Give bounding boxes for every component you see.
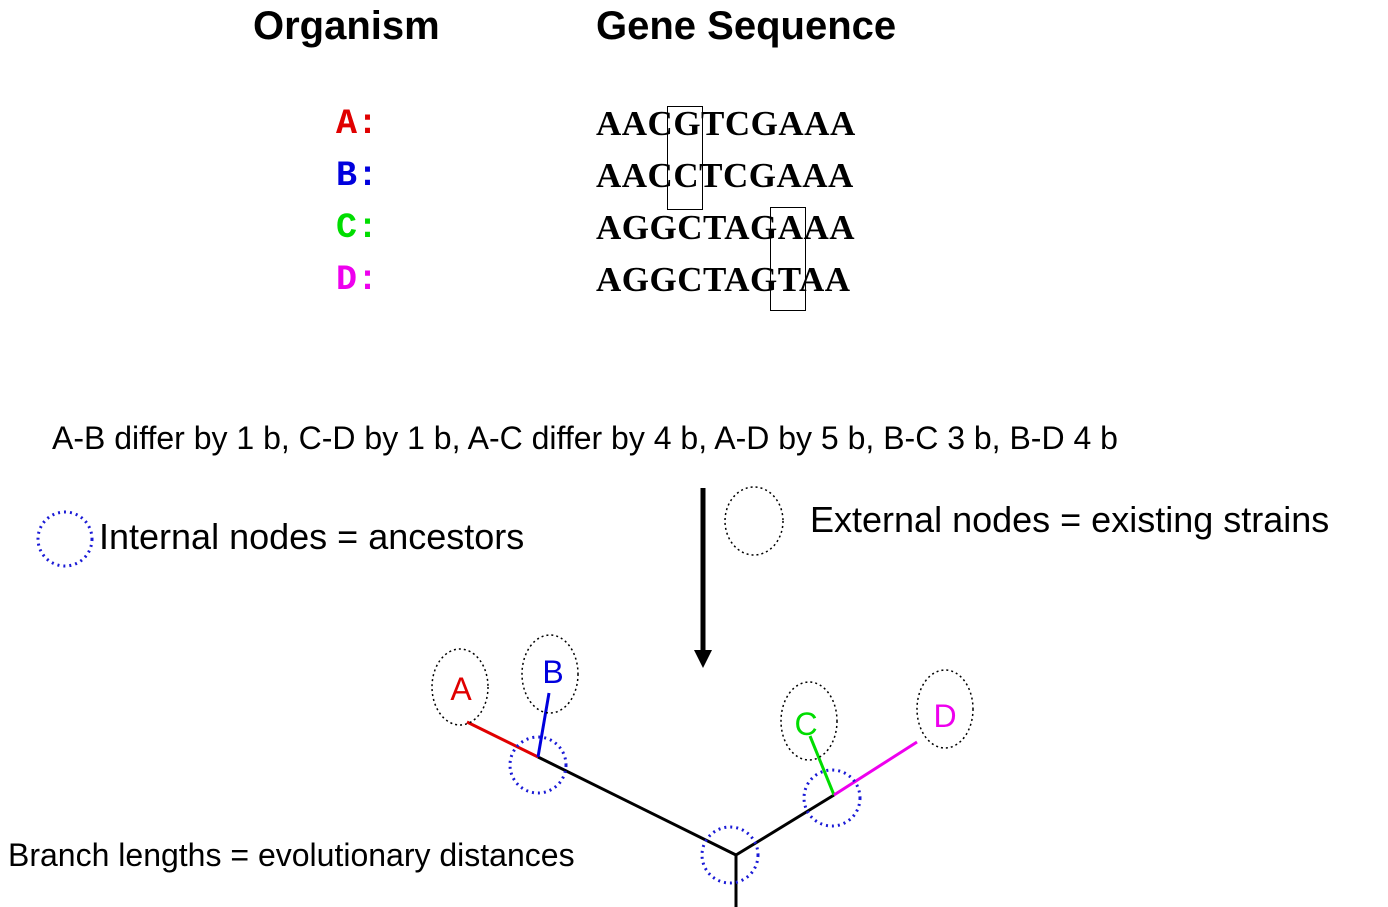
organism-label-c: C: bbox=[336, 208, 379, 248]
external-node-b bbox=[521, 634, 579, 714]
external-nodes-label: External nodes = existing strains bbox=[810, 499, 1330, 540]
gene-sequence-header: Gene Sequence bbox=[596, 4, 897, 48]
differences-text: A-B differ by 1 b, C-D by 1 b, A-C diffe… bbox=[52, 420, 1118, 456]
internal-node-legend-icon bbox=[36, 510, 94, 568]
branch-c bbox=[808, 735, 836, 796]
branch-lengths-label: Branch lengths = evolutionary distances bbox=[8, 837, 575, 873]
internal-nodes-label: Internal nodes = ancestors bbox=[99, 516, 525, 557]
internal-node-cd bbox=[802, 768, 862, 828]
tip-label-d: D bbox=[933, 698, 956, 734]
organism-header: Organism bbox=[253, 4, 440, 48]
branch-a bbox=[466, 720, 539, 759]
organism-label-a: A: bbox=[336, 104, 379, 144]
branch-root-cd bbox=[735, 793, 835, 857]
down-arrow-head bbox=[694, 650, 712, 668]
difference-box-cd bbox=[770, 207, 806, 311]
internal-node-ab bbox=[508, 735, 568, 795]
sequence-c: AGGCTAGAAA bbox=[596, 208, 856, 247]
external-node-a bbox=[431, 648, 489, 726]
external-node-d bbox=[916, 669, 974, 749]
sequence-a: AACGTCGAAA bbox=[596, 104, 856, 143]
external-node-c bbox=[780, 681, 838, 761]
organism-label-b: B: bbox=[336, 156, 379, 196]
branch-d bbox=[833, 740, 918, 797]
internal-node-root bbox=[700, 825, 760, 885]
branch-root-ab bbox=[537, 755, 737, 857]
difference-box-ab bbox=[667, 106, 703, 210]
sequence-b: AACCTCGAAA bbox=[596, 156, 854, 195]
sequence-d: AGGCTAGTAA bbox=[596, 260, 851, 299]
tip-label-a: A bbox=[450, 671, 472, 707]
organism-label-d: D: bbox=[336, 260, 379, 300]
branch-b bbox=[536, 692, 551, 758]
tip-label-c: C bbox=[794, 706, 817, 742]
external-node-legend-icon bbox=[724, 486, 784, 556]
tip-label-b: B bbox=[542, 654, 563, 690]
